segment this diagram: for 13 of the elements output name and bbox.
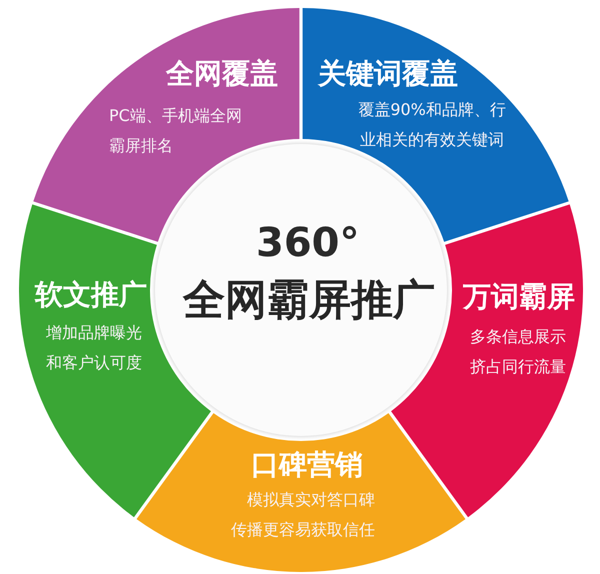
center-title: 全网霸屏推广 — [183, 275, 435, 325]
segment-text: PC端、手机端全网霸屏排名 — [109, 105, 243, 157]
segment-text: 覆盖90%和品牌、行业相关的有效关键词 — [357, 99, 507, 151]
segment-title: 关键词覆盖 — [318, 57, 458, 91]
segment-text: 多条信息展示挤占同行流量 — [469, 326, 567, 378]
segment-text: 模拟真实对答口碑传播更容易获取信任 — [230, 489, 376, 541]
ring-segment — [136, 413, 466, 572]
segment-title: 万词霸屏 — [463, 280, 575, 314]
segment-title: 全网覆盖 — [166, 57, 278, 91]
segment-title: 口碑营销 — [251, 448, 363, 482]
center-heading: 360° — [256, 220, 360, 266]
segment-title: 软文推广 — [35, 278, 147, 312]
segment-text: 增加品牌曝光和客户认可度 — [45, 322, 143, 374]
